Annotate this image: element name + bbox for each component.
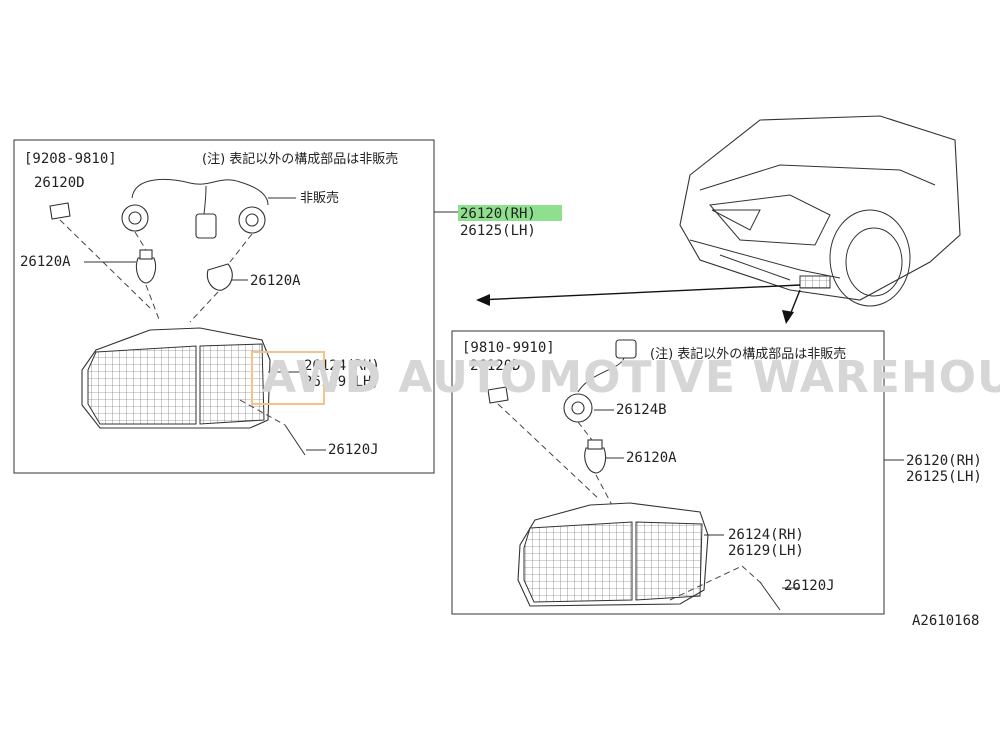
left-screw-part <box>284 424 306 456</box>
assembly-highlight <box>458 205 562 221</box>
left-bulb-label-2: 26120A <box>250 273 301 289</box>
left-date-range: [9208-9810] <box>24 151 117 167</box>
left-not-sold-label: 非販売 <box>300 190 339 206</box>
right-lens-grid-b <box>635 521 703 601</box>
watermark-text: AWD AUTOMOTIVE WAREHOUSE <box>262 352 1000 403</box>
left-clip-part <box>49 202 71 220</box>
left-assembly-rh: 26120(RH) <box>460 206 536 222</box>
right-socket-label: 26124B <box>616 402 667 418</box>
arrowhead-down <box>782 310 794 324</box>
right-lens-lh-label: 26129(LH) <box>728 543 804 559</box>
arrowhead-left <box>476 294 490 306</box>
right-clip-part <box>487 386 509 404</box>
right-connector <box>615 339 637 359</box>
right-screw-part <box>759 581 781 611</box>
left-lens-grid-a <box>87 345 197 425</box>
left-screw-label: 26120J <box>328 442 379 458</box>
right-bulb-label: 26120A <box>626 450 677 466</box>
left-assembly-lh: 26125(LH) <box>460 223 536 239</box>
right-lens-grid-a <box>523 521 633 603</box>
right-bulb-part <box>584 447 607 474</box>
left-note: (注) 表記以外の構成部品は非販売 <box>202 151 398 167</box>
car-front-sketch <box>679 115 961 307</box>
right-assembly-lh: 26125(LH) <box>906 469 982 485</box>
left-panel-frame <box>13 139 435 474</box>
left-bulb-label-1: 26120A <box>20 254 71 270</box>
left-bulb-1 <box>135 257 157 284</box>
watermark-logo-box <box>251 351 325 405</box>
left-lens-rh-label: 26124(RH) <box>304 358 380 374</box>
left-lens-lh-label: 26129(LH) <box>304 374 380 390</box>
right-note: (注) 表記以外の構成部品は非販売 <box>650 346 846 362</box>
right-date-range: [9810-9910] <box>462 340 555 356</box>
diagram-id: A2610168 <box>912 613 979 629</box>
left-lens-grid-b <box>199 343 265 425</box>
right-harness-wire <box>577 357 625 393</box>
left-bulb-2 <box>206 263 233 291</box>
right-panel-frame <box>451 330 885 615</box>
arrow-to-left <box>477 284 801 301</box>
right-screw-label: 26120J <box>784 578 835 594</box>
left-harness-wire-2 <box>203 185 207 215</box>
right-lens-rh-label: 26124(RH) <box>728 527 804 543</box>
left-socket-2 <box>195 213 217 239</box>
right-assembly-rh: 26120(RH) <box>906 453 982 469</box>
left-clip-leader <box>59 219 151 309</box>
right-clip-label: 26120D <box>470 358 521 374</box>
left-harness-wire <box>131 179 269 206</box>
left-clip-label: 26120D <box>34 175 85 191</box>
